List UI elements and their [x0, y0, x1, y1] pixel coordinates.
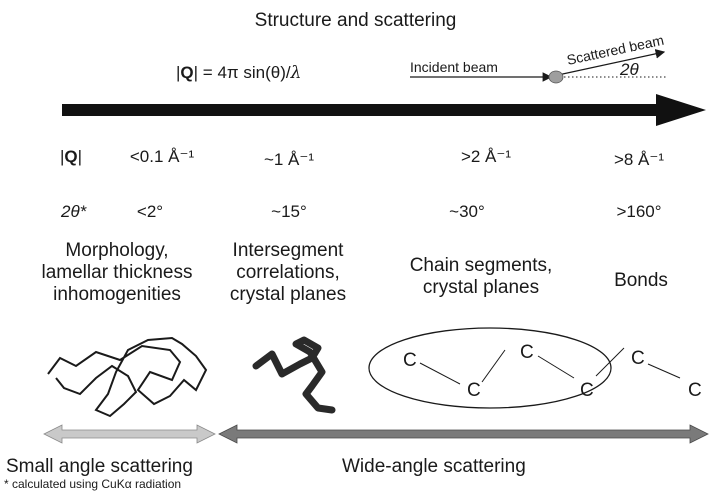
lambda-symbol: λ [290, 63, 302, 83]
wide-angle-label: Wide-angle scattering [342, 456, 526, 477]
description-line: correlations, [236, 262, 340, 283]
description-line: lamellar thickness [41, 262, 193, 283]
description-bonds: Bonds [614, 270, 668, 292]
q-row-header: |Q| [60, 147, 83, 166]
incident-beam-label: Incident beam [410, 59, 498, 75]
scattered-beam-line [557, 49, 666, 76]
two-theta-row-header: 2θ* [61, 202, 87, 221]
bond-line-4 [595, 347, 625, 377]
description-line: Chain segments, [409, 255, 553, 276]
q-formula: |Q| = 4π sin(θ)/λ [176, 63, 302, 83]
description-line: crystal planes [229, 284, 347, 305]
footnote: * calculated using CuKα radiation [4, 477, 182, 491]
description-morphology: Morphology, lamellar thickness inhomogen… [42, 240, 193, 306]
q-value-small: <0.1 Å⁻¹ [129, 147, 195, 166]
carbon-atom-1: C [403, 350, 417, 371]
two-theta-label: 2θ [619, 60, 639, 79]
q-row-symbol: Q [64, 147, 78, 166]
bond-line-5 [647, 363, 681, 379]
carbon-atom-6: C [688, 380, 702, 401]
description-line: inhomogenities [53, 284, 181, 305]
bond-line-2 [481, 349, 506, 383]
chain-segment-icon [252, 336, 336, 414]
two-theta-value-chain: ~30° [449, 202, 485, 221]
two-theta-value-bonds: >160° [616, 202, 662, 221]
sample-dot [548, 70, 564, 84]
carbon-atom-2: C [467, 380, 481, 401]
formula-body: = 4π sin(θ)/ [198, 63, 291, 82]
tangled-chain-icon [47, 336, 208, 418]
two-theta-value-intersegment: ~15° [271, 202, 307, 221]
description-line: Intersegment [232, 240, 344, 261]
chain-segment-ellipse [368, 327, 612, 409]
small-angle-label: Small angle scattering [6, 456, 193, 477]
description-line: crystal planes [422, 277, 540, 298]
q-value-bonds: >8 Å⁻¹ [613, 150, 665, 169]
q-symbol: Q [180, 63, 194, 82]
bond-line-1 [419, 362, 461, 385]
two-theta-value-small: <2° [136, 202, 164, 221]
description-intersegment: Intersegment correlations, crystal plane… [230, 240, 346, 306]
carbon-atom-5: C [631, 348, 645, 369]
wide-angle-range-arrow [218, 424, 709, 444]
carbon-atom-3: C [520, 342, 534, 363]
small-angle-range-arrow [43, 424, 216, 444]
description-chain-segments: Chain segments, crystal planes [410, 255, 553, 299]
diagram-title: Structure and scattering [254, 10, 457, 31]
main-scale-arrow [62, 94, 706, 126]
q-value-chain: >2 Å⁻¹ [460, 147, 512, 166]
description-line: Bonds [614, 270, 668, 291]
q-value-intersegment: ~1 Å⁻¹ [263, 150, 315, 169]
description-line: Morphology, [65, 240, 169, 261]
bond-line-3 [537, 355, 575, 379]
carbon-atom-4: C [580, 380, 594, 401]
